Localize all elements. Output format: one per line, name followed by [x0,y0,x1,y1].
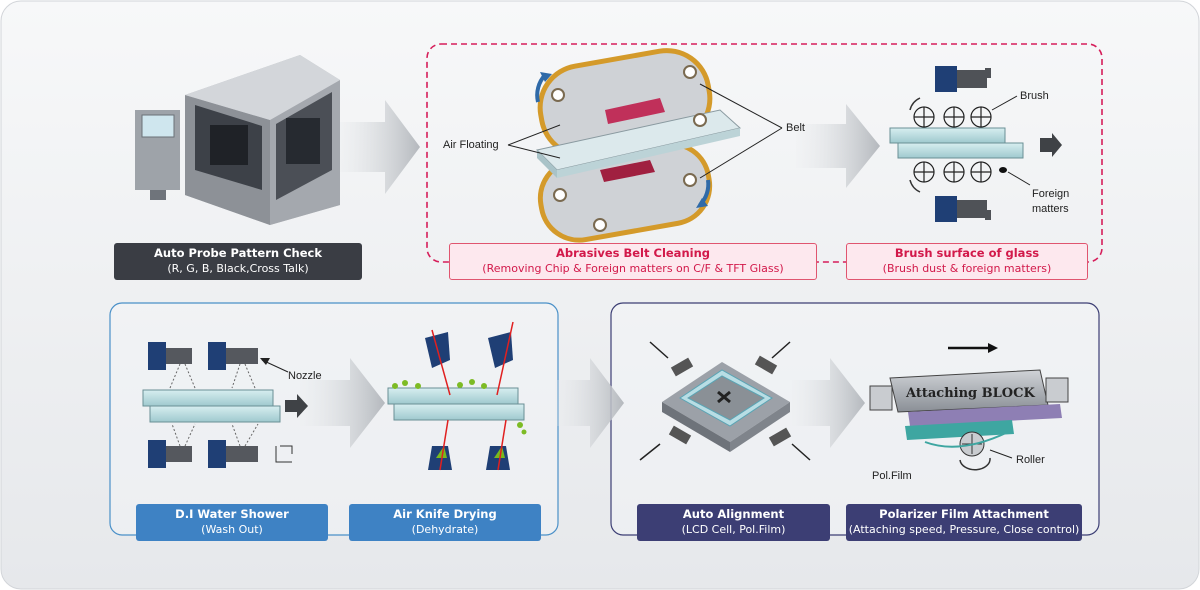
polarizer-label: Polarizer Film Attachment (Attaching spe… [846,504,1082,541]
brush-surface-title: Brush surface of glass [894,246,1040,260]
belt-cleaning-title: Abrasives Belt Cleaning [556,246,710,260]
pol-film-callout: Pol.Film [872,470,912,482]
flow-arrow-3 [300,358,385,448]
auto-alignment-sub: (LCD Cell, Pol.Film) [681,523,786,536]
probe-machine-illustration [135,55,340,225]
auto-probe-title: Auto Probe Pattern Check [154,246,322,260]
attaching-block-text: Attaching BLOCK [906,386,1035,401]
polarizer-illustration [869,343,1069,471]
flow-arrow-2 [796,104,880,188]
auto-probe-label: Auto Probe Pattern Check (R, G, B, Black… [114,243,362,280]
di-water-label: D.I Water Shower (Wash Out) [136,504,328,541]
brush-surface-label: Brush surface of glass (Brush dust & for… [846,243,1088,280]
air-knife-label: Air Knife Drying (Dehydrate) [349,504,541,541]
belt-cleaning-label: Abrasives Belt Cleaning (Removing Chip &… [449,243,817,280]
air-knife-title: Air Knife Drying [393,507,497,521]
flow-arrow-4 [555,358,624,448]
air-knife-illustration [387,321,527,471]
foreign-callout-line2: matters [1032,203,1069,215]
flow-arrow-5 [792,358,865,448]
polarizer-sub: (Attaching speed, Pressure, Close contro… [848,523,1080,536]
polarizer-title: Polarizer Film Attachment [879,507,1049,521]
di-water-sub: (Wash Out) [201,523,263,536]
roller-callout: Roller [1016,454,1045,466]
nozzle-callout: Nozzle [288,370,322,382]
foreign-callout-line1: Foreign [1032,188,1070,200]
flow-arrow-1 [335,100,420,194]
brush-surface-sub: (Brush dust & foreign matters) [882,262,1052,275]
auto-alignment-label: Auto Alignment (LCD Cell, Pol.Film) [637,504,830,541]
belt-cleaning-sub: (Removing Chip & Foreign matters on C/F … [482,262,784,275]
belt-cleaning-illustration [507,48,783,243]
air-knife-sub: (Dehydrate) [411,523,479,536]
auto-alignment-title: Auto Alignment [682,507,785,521]
brush-illustration [889,66,1062,222]
water-shower-illustration [142,342,308,468]
auto-probe-sub: (R, G, B, Black,Cross Talk) [167,262,309,275]
belt-callout: Belt [786,122,805,134]
air-floating-callout: Air Floating [443,139,499,151]
brush-callout: Brush [1020,90,1049,102]
alignment-illustration [639,341,811,461]
di-water-title: D.I Water Shower [175,507,289,521]
